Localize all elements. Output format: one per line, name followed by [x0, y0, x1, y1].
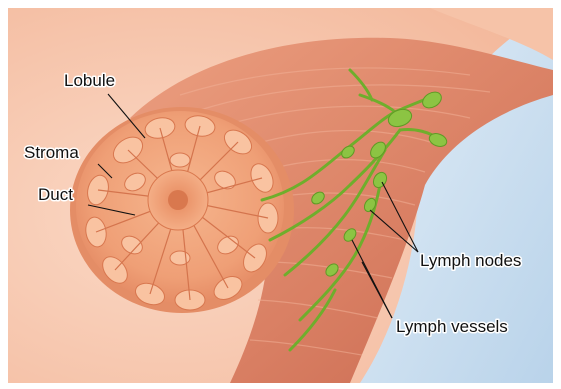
- label-duct: Duct: [38, 185, 73, 204]
- nipple: [168, 190, 188, 210]
- label-lobule: Lobule: [64, 71, 115, 90]
- label-lymph-vessels: Lymph vessels: [396, 317, 508, 336]
- label-lymph-nodes: Lymph nodes: [420, 251, 521, 270]
- label-stroma: Stroma: [24, 143, 79, 162]
